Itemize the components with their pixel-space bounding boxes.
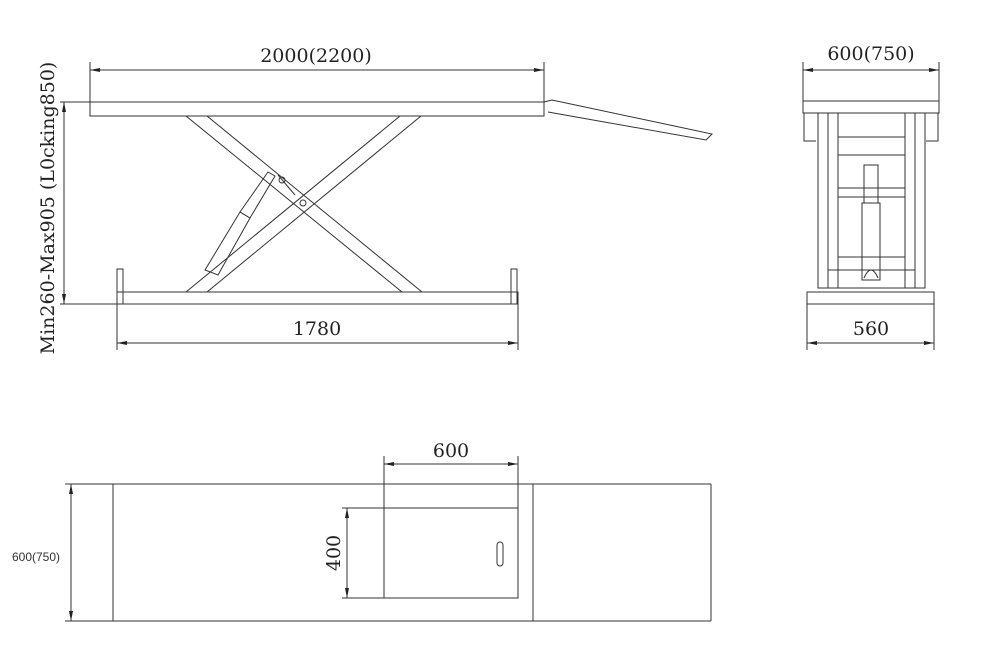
base-frame [116,291,519,305]
end-base-label: 560 [853,318,889,340]
post-left [116,268,124,305]
panel-handle [496,541,504,567]
top-view: 600(750) 600 400 [12,440,712,622]
end-base [806,291,935,305]
top-width-label: 600(750) [12,550,60,564]
platform [89,101,545,117]
panel-height-label: 400 [323,535,345,571]
scissor-arms [184,115,424,293]
side-view: 2000(2200) Min260-Max905 (L0cking850) 17… [37,45,714,355]
post-right [510,268,518,305]
end-platform [802,100,940,114]
length-label: 2000(2200) [260,45,372,67]
base-label: 1780 [293,318,341,340]
panel-width-label: 600 [433,440,469,462]
height-label: Min260-Max905 (L0cking850) [37,62,59,355]
access-panel [383,507,519,599]
end-view: 600(750) 560 [802,43,940,350]
ramp [543,99,714,141]
end-width-label: 600(750) [827,43,914,65]
hydraulic-cylinder [204,171,296,276]
cylinder-body [861,202,881,281]
